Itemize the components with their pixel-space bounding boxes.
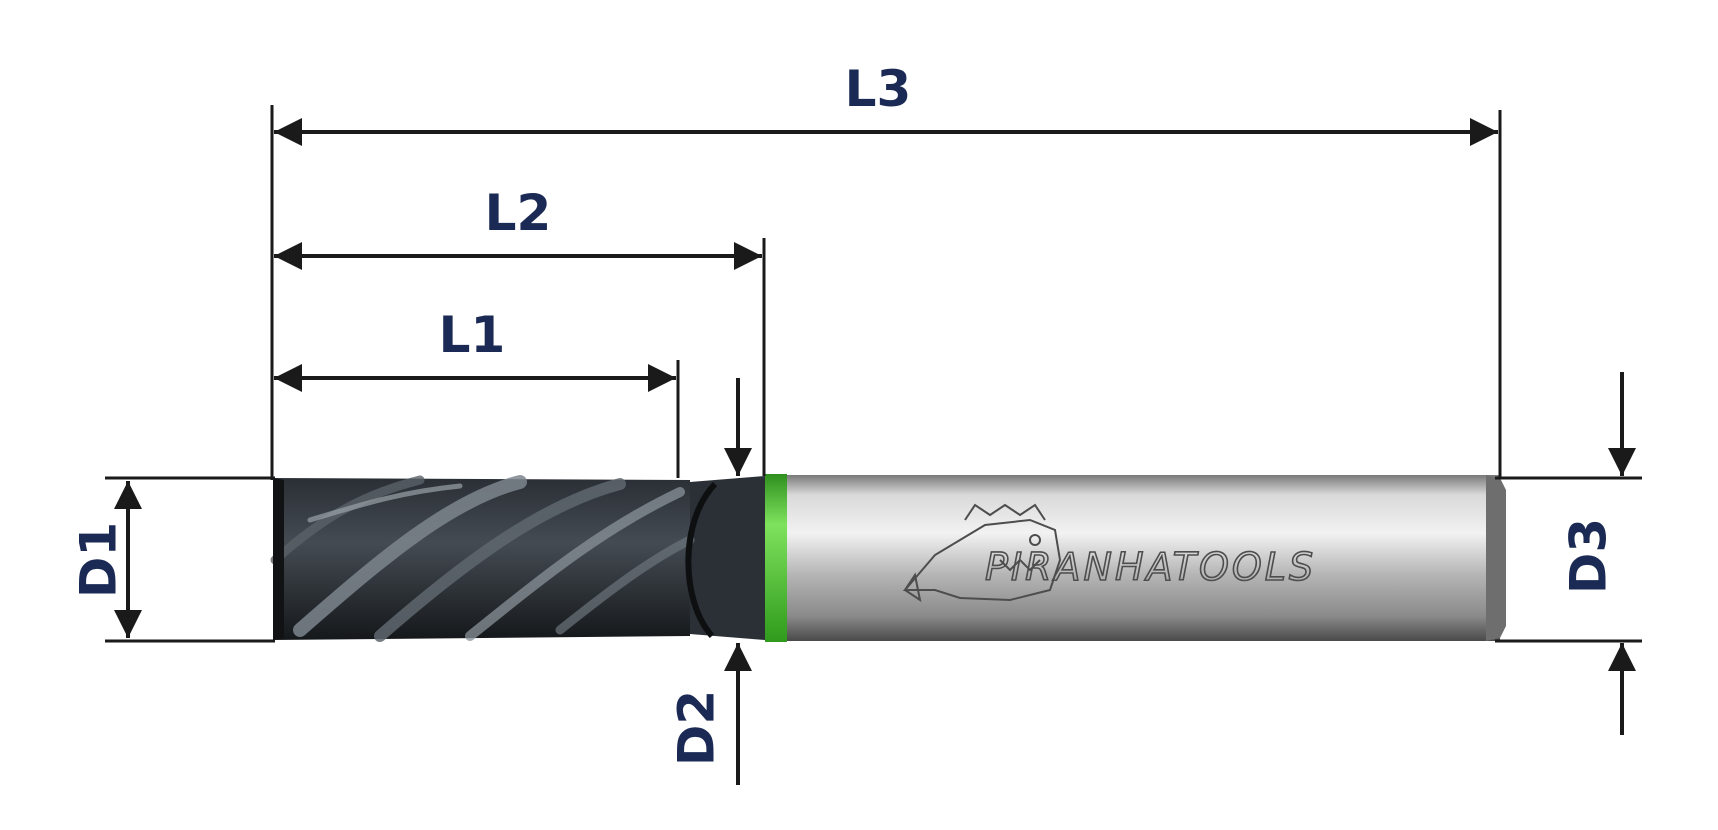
label-l3: L3 <box>845 60 912 118</box>
flute-helix-highlights <box>270 475 695 642</box>
dimension-lines <box>114 118 1636 785</box>
brand-logo: PIRANHATOOLS <box>902 503 1316 603</box>
brand-logo-text: PIRANHATOOLS <box>985 545 1316 589</box>
tool-neck <box>690 476 765 640</box>
label-d3: D3 <box>1560 518 1618 594</box>
label-l2: L2 <box>485 184 552 242</box>
tool-shank-end <box>1486 475 1506 641</box>
label-l1: L1 <box>439 306 506 364</box>
label-d1: D1 <box>70 522 128 598</box>
extension-lines <box>105 105 1642 643</box>
dimension-labels: L3 L2 L1 D1 D2 D3 <box>70 60 1618 766</box>
piranha-fish-icon <box>902 503 1062 603</box>
tool-tip <box>273 478 284 640</box>
tool-shank <box>770 475 1500 641</box>
label-d2: D2 <box>668 690 726 766</box>
end-mill-tool: PIRANHATOOLS <box>270 474 1506 642</box>
tool-green-ring <box>765 474 787 642</box>
flute-runout <box>685 481 718 638</box>
